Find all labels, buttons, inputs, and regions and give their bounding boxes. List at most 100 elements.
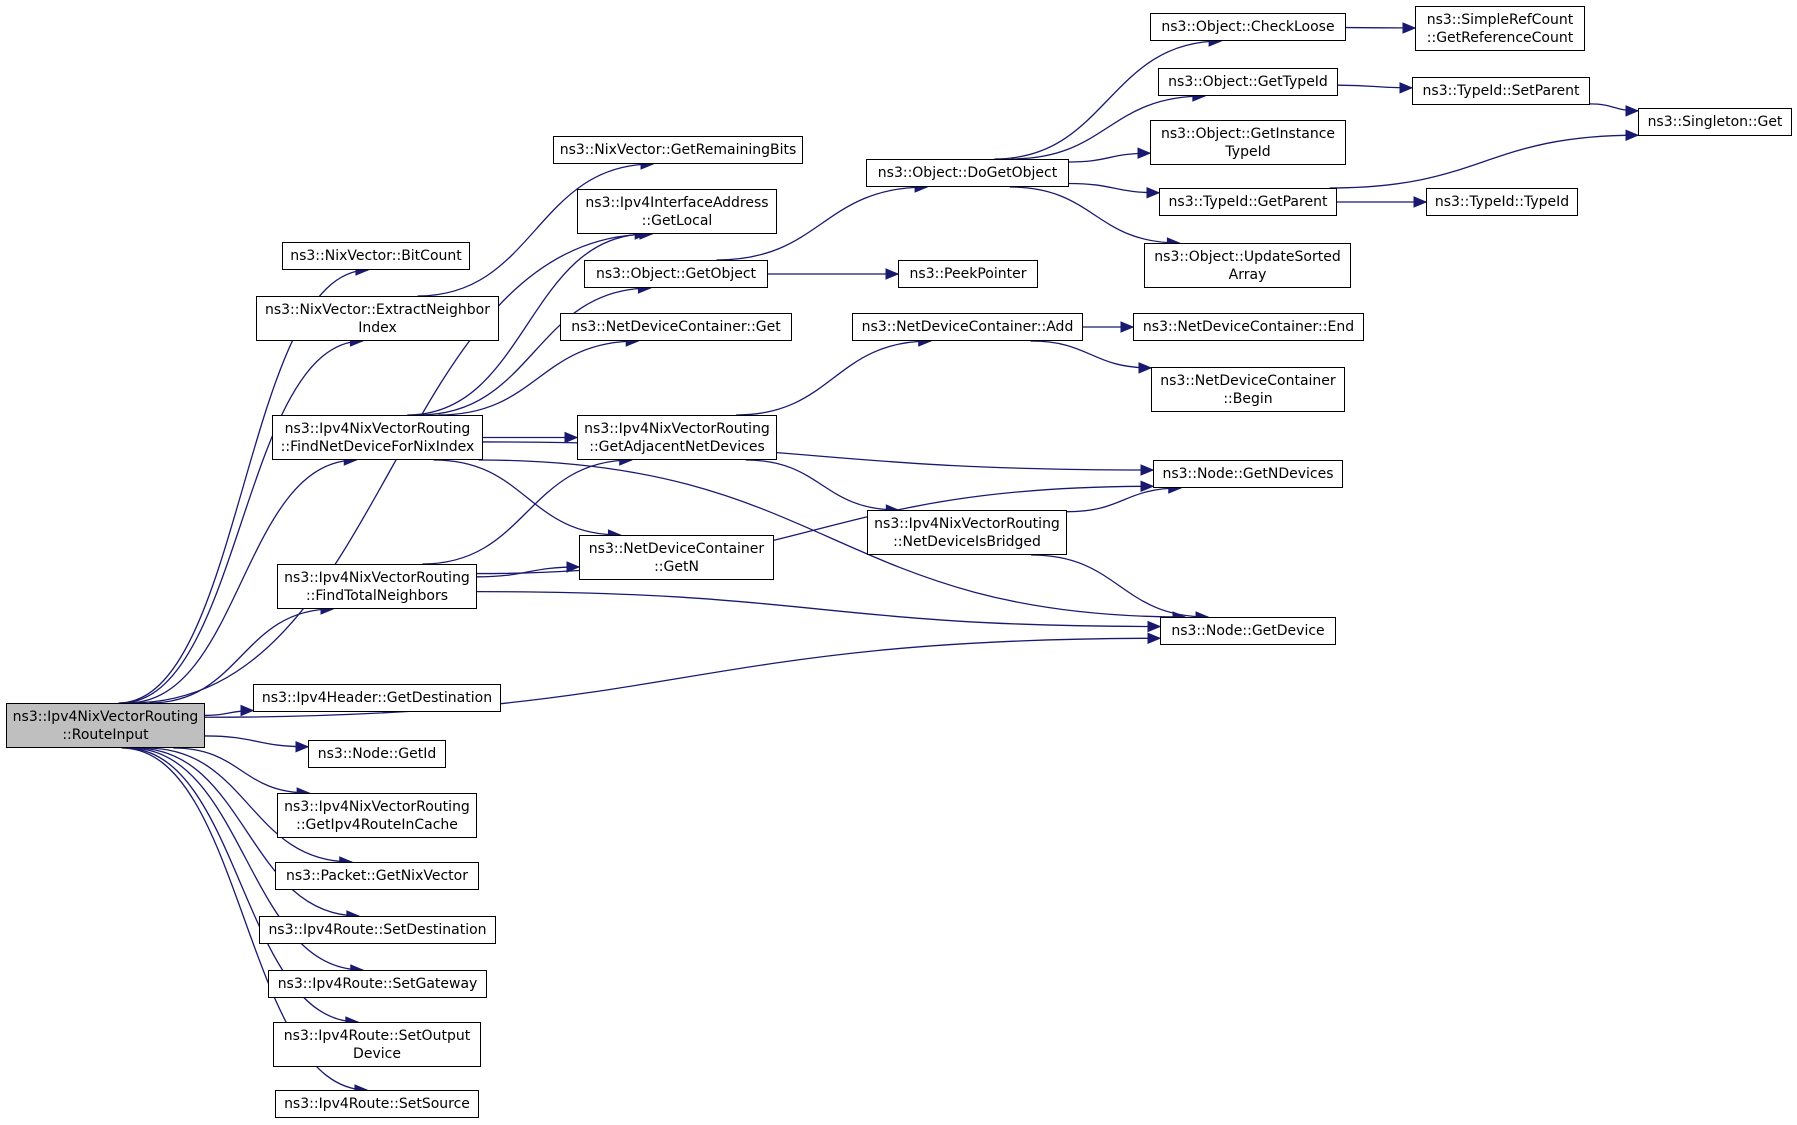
edge-find-total-neighbors-to-netdevicecontainer-get-n	[476, 561, 581, 578]
node-get-adjacent-net-devices[interactable]: ns3::Ipv4NixVectorRouting::GetAdjacentNe…	[577, 415, 777, 460]
node-label-line: ns3::TypeId::SetParent	[1422, 83, 1580, 99]
node-simplerefcount-get-reference-count[interactable]: ns3::SimpleRefCount::GetReferenceCount	[1415, 6, 1585, 51]
node-label-line: ::GetIpv4RouteInCache	[296, 816, 458, 833]
edge-get-adjacent-net-devices-to-netdevicecontainer-add	[736, 335, 932, 416]
node-typeid-typeid[interactable]: ns3::TypeId::TypeId	[1426, 188, 1578, 216]
edge-net-device-is-bridged-to-node-get-device	[1031, 554, 1210, 623]
node-label-line: ns3::Object::DoGetObject	[877, 165, 1058, 181]
edge-object-do-get-object-to-typeid-get-parent	[1068, 182, 1161, 199]
node-label-line: ns3::Ipv4NixVectorRouting	[284, 420, 471, 437]
node-label-line: ::FindTotalNeighbors	[305, 587, 449, 604]
node-netdevicecontainer-end[interactable]: ns3::NetDeviceContainer::End	[1133, 313, 1364, 341]
node-peek-pointer[interactable]: ns3::PeekPointer	[898, 260, 1038, 288]
node-label-line: ns3::Node::GetDevice	[1171, 623, 1325, 639]
node-label-line: ns3::Object::GetTypeId	[1168, 74, 1328, 90]
node-label-line: ns3::Object::CheckLoose	[1161, 19, 1335, 35]
node-label-line: ns3::NixVector::GetRemainingBits	[559, 142, 797, 158]
node-netdevicecontainer-get-n[interactable]: ns3::NetDeviceContainer::GetN	[579, 535, 774, 580]
edge-object-get-type-id-to-typeid-set-parent	[1337, 82, 1414, 94]
node-ipv4route-set-destination[interactable]: ns3::Ipv4Route::SetDestination	[259, 916, 496, 944]
node-find-net-device-for-nix-index[interactable]: ns3::Ipv4NixVectorRouting::FindNetDevice…	[272, 415, 483, 460]
node-netdevicecontainer-begin[interactable]: ns3::NetDeviceContainer::Begin	[1151, 367, 1345, 412]
edge-typeid-get-parent-to-typeid-typeid	[1336, 196, 1428, 208]
edge-netdevicecontainer-add-to-netdevicecontainer-end	[1083, 321, 1135, 333]
edge-object-do-get-object-to-object-update-sorted-array	[1009, 186, 1181, 249]
edge-object-check-loose-to-simplerefcount-get-reference-count	[1345, 22, 1417, 34]
edge-route-input-to-node-get-id	[204, 735, 310, 753]
node-label-line: ns3::Ipv4InterfaceAddress	[585, 194, 769, 211]
edge-route-input-to-node-get-device	[204, 632, 1162, 718]
node-label-line: ::GetN	[654, 558, 699, 575]
node-label-line: ns3::Ipv4NixVectorRouting	[584, 420, 770, 437]
node-label-line: ns3::Ipv4Route::SetGateway	[277, 976, 478, 992]
node-typeid-get-parent[interactable]: ns3::TypeId::GetParent	[1159, 188, 1337, 216]
node-typeid-set-parent[interactable]: ns3::TypeId::SetParent	[1412, 77, 1590, 105]
node-label-line: ::GetReferenceCount	[1426, 29, 1574, 46]
node-label-line: ns3::NetDeviceContainer	[1160, 372, 1336, 389]
node-label-line: ns3::NetDeviceContainer::End	[1142, 319, 1355, 335]
node-label-line: TypeId	[1225, 143, 1271, 160]
node-label-line: ns3::Singleton::Get	[1647, 114, 1783, 130]
node-label-line: ns3::Ipv4Route::SetDestination	[268, 922, 487, 938]
node-label-line: ::RouteInput	[62, 726, 149, 743]
node-object-check-loose[interactable]: ns3::Object::CheckLoose	[1150, 13, 1346, 41]
edge-typeid-get-parent-to-singleton-get	[1329, 129, 1640, 189]
node-object-get-object[interactable]: ns3::Object::GetObject	[584, 260, 768, 288]
edge-typeid-set-parent-to-singleton-get	[1589, 103, 1640, 117]
edge-netdevicecontainer-add-to-netdevicecontainer-begin	[1030, 340, 1153, 374]
node-net-device-is-bridged[interactable]: ns3::Ipv4NixVectorRouting::NetDeviceIsBr…	[867, 510, 1067, 555]
node-label-line: ns3::NetDeviceContainer	[588, 540, 765, 557]
node-label-line: ns3::TypeId::TypeId	[1434, 194, 1570, 210]
node-node-get-id[interactable]: ns3::Node::GetId	[308, 740, 446, 768]
node-label-line: ::GetLocal	[641, 212, 713, 229]
node-label-line: ns3::Ipv4Header::GetDestination	[261, 690, 493, 706]
node-bitcount[interactable]: ns3::NixVector::BitCount	[282, 242, 470, 270]
node-netdevicecontainer-add[interactable]: ns3::NetDeviceContainer::Add	[852, 313, 1083, 341]
node-label-line: ns3::Node::GetNDevices	[1162, 466, 1334, 482]
node-label-line: ::GetAdjacentNetDevices	[589, 438, 765, 455]
node-label-line: ::NetDeviceIsBridged	[893, 533, 1041, 550]
node-label-line: ns3::TypeId::GetParent	[1168, 194, 1328, 210]
node-label-line: Index	[358, 319, 397, 336]
node-label-line: ns3::Object::UpdateSorted	[1154, 248, 1341, 265]
node-get-ipv4-route-in-cache[interactable]: ns3::Ipv4NixVectorRouting::GetIpv4RouteI…	[277, 793, 477, 838]
node-get-remaining-bits[interactable]: ns3::NixVector::GetRemainingBits	[553, 136, 803, 164]
node-label-line: ns3::NetDeviceContainer::Get	[571, 319, 781, 335]
edge-object-get-object-to-peek-pointer	[767, 268, 900, 280]
node-find-total-neighbors[interactable]: ns3::Ipv4NixVectorRouting::FindTotalNeig…	[277, 564, 477, 609]
node-label-line: ns3::Ipv4NixVectorRouting	[284, 798, 470, 815]
node-netdevicecontainer-get[interactable]: ns3::NetDeviceContainer::Get	[560, 313, 792, 341]
node-label-line: ns3::Ipv4NixVectorRouting	[284, 569, 470, 586]
node-label-line: ns3::Ipv4NixVectorRouting	[12, 708, 199, 725]
node-label-line: ns3::NixVector::BitCount	[290, 248, 462, 264]
node-ipv4header-get-destination[interactable]: ns3::Ipv4Header::GetDestination	[253, 684, 501, 712]
edge-route-input-to-extract-neighbor-index	[120, 335, 364, 704]
node-packet-get-nix-vector[interactable]: ns3::Packet::GetNixVector	[275, 862, 479, 890]
node-object-get-type-id[interactable]: ns3::Object::GetTypeId	[1158, 68, 1338, 96]
node-ipv4route-set-source[interactable]: ns3::Ipv4Route::SetSource	[275, 1090, 479, 1118]
edge-find-net-device-for-nix-index-to-netdevicecontainer-get-n	[433, 459, 622, 541]
node-route-input[interactable]: ns3::Ipv4NixVectorRouting::RouteInput	[6, 703, 205, 748]
edge-find-total-neighbors-to-node-get-device	[476, 590, 1162, 633]
node-label-line: ns3::SimpleRefCount	[1426, 11, 1574, 28]
edge-object-do-get-object-to-object-get-instance-type-id	[1068, 147, 1152, 163]
node-ipv4-interface-address-get-local[interactable]: ns3::Ipv4InterfaceAddress::GetLocal	[577, 189, 777, 234]
edge-find-net-device-for-nix-index-to-get-adjacent-net-devices	[483, 431, 579, 444]
node-label-line: ns3::Object::GetObject	[595, 266, 757, 282]
node-label-line: ns3::Ipv4NixVectorRouting	[874, 515, 1060, 532]
node-label-line: ns3::Ipv4Route::SetSource	[284, 1096, 470, 1112]
node-object-do-get-object[interactable]: ns3::Object::DoGetObject	[866, 159, 1069, 187]
node-node-get-n-devices[interactable]: ns3::Node::GetNDevices	[1153, 460, 1343, 488]
edge-get-adjacent-net-devices-to-net-device-is-bridged	[745, 459, 900, 516]
node-label-line: ns3::PeekPointer	[909, 266, 1027, 282]
node-label-line: ns3::Node::GetId	[317, 746, 437, 762]
node-label-line: ns3::NetDeviceContainer::Add	[861, 319, 1074, 335]
node-label-line: ns3::Packet::GetNixVector	[286, 868, 468, 884]
node-ipv4route-set-gateway[interactable]: ns3::Ipv4Route::SetGateway	[268, 970, 487, 998]
node-singleton-get[interactable]: ns3::Singleton::Get	[1638, 108, 1792, 136]
node-node-get-device[interactable]: ns3::Node::GetDevice	[1160, 617, 1336, 645]
